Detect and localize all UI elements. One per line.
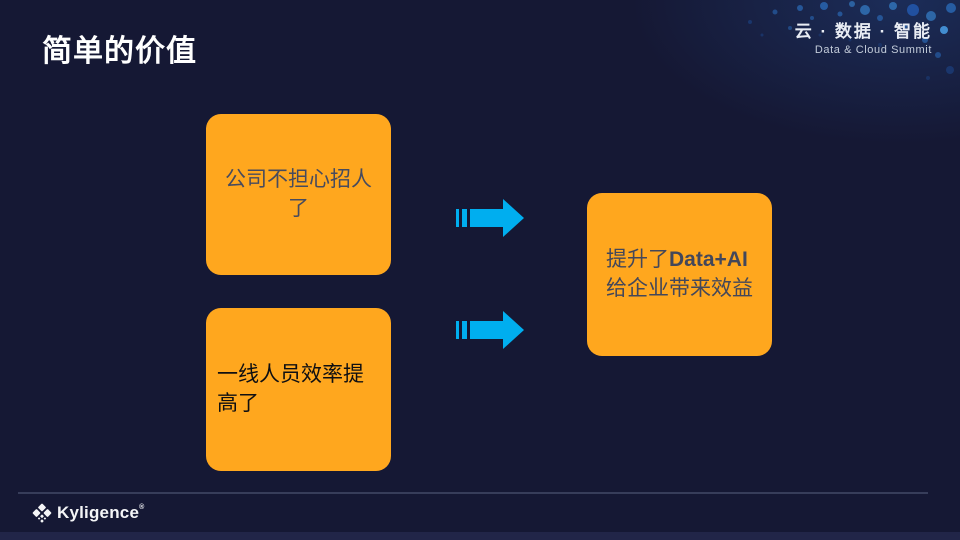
striped-right-arrow-icon-bottom — [456, 311, 524, 349]
value-box-efficiency-text: 一线人员效率提高了 — [217, 362, 364, 415]
trademark-symbol: ® — [139, 504, 145, 511]
benefit-line2: 给企业带来效益 — [606, 276, 753, 300]
value-box-benefit: 提升了Data+AI 给企业带来效益 — [587, 193, 772, 356]
benefit-prefix: 提升了 — [606, 247, 669, 271]
particle-dots-decoration — [748, 1, 956, 80]
benefit-bold-dataai: Data+AI — [669, 247, 748, 271]
summit-subtitle-en: Data & Cloud Summit — [814, 44, 932, 56]
summit-title-cn: 云 · 数据 · 智能 — [794, 22, 932, 41]
slide-title: 简单的价值 — [42, 35, 197, 68]
value-box-hiring-text: 公司不担心招人了 — [225, 167, 372, 220]
summit-brand-badge: 云 · 数据 · 智能 Data & Cloud Summit — [795, 17, 932, 56]
value-box-benefit-text: 提升了Data+AI 给企业带来效益 — [606, 246, 753, 304]
kyligence-logo: Kyligence® — [31, 502, 144, 524]
value-box-hiring: 公司不担心招人了 — [206, 114, 391, 275]
bottom-edge-band — [0, 532, 960, 540]
kyligence-wordmark-text: Kyligence — [57, 503, 140, 522]
value-box-efficiency: 一线人员效率提高了 — [206, 308, 391, 471]
footer-divider-line — [18, 492, 928, 494]
kyligence-diamond-icon — [32, 503, 52, 523]
kyligence-wordmark: Kyligence® — [57, 503, 144, 523]
striped-right-arrow-icon-top — [456, 199, 524, 237]
